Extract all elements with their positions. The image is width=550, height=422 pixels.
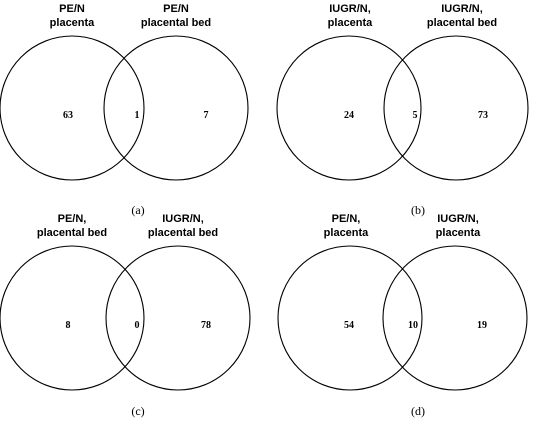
left-set-circle: [0, 245, 145, 391]
venn-panel-d: PE/N, placenta IUGR/N, placenta 54 10 19…: [277, 213, 528, 418]
right-set-label-line-1: IUGR/N,: [162, 213, 204, 225]
left-only-count: 54: [344, 320, 354, 331]
right-set-circle: [105, 245, 251, 391]
right-only-count: 78: [201, 320, 211, 331]
left-set-circle: [0, 35, 145, 181]
right-set-label-line-2: placenta: [436, 227, 482, 239]
right-set-label-line-2: placental bed: [148, 227, 218, 239]
right-set-label-line-1: PE/N: [163, 3, 189, 15]
right-only-count: 19: [477, 320, 487, 331]
left-set-label-line-2: placenta: [324, 227, 370, 239]
overlap-count: 1: [135, 110, 140, 121]
right-set-label-line-2: placental bed: [141, 17, 211, 29]
left-set-label-line-1: PE/N,: [332, 213, 361, 225]
left-set-label-line-2: placenta: [328, 17, 374, 29]
right-only-count: 7: [204, 110, 209, 121]
left-set-circle: [277, 245, 423, 391]
right-only-count: 73: [478, 110, 488, 121]
panel-letter: (b): [411, 203, 425, 217]
left-set-label-line-2: placental bed: [37, 227, 107, 239]
left-set-label-line-1: PE/N: [59, 3, 85, 15]
left-set-circle: [276, 35, 422, 181]
left-only-count: 24: [344, 110, 354, 121]
left-set-label-line-2: placenta: [50, 17, 96, 29]
right-set-label-line-1: IUGR/N,: [441, 3, 483, 15]
right-set-label-line-2: placental bed: [427, 17, 497, 29]
venn-panel-c: PE/N, placental bed IUGR/N, placental be…: [0, 213, 251, 418]
left-only-count: 63: [63, 110, 73, 121]
venn-panel-a: PE/N placenta PE/N placental bed 63 1 7 …: [0, 3, 249, 217]
panel-letter: (d): [411, 404, 425, 418]
venn-panel-b: IUGR/N, placenta IUGR/N, placental bed 2…: [276, 3, 529, 217]
panel-letter: (c): [131, 404, 144, 418]
left-set-label-line-1: IUGR/N,: [329, 3, 371, 15]
overlap-count: 10: [408, 320, 418, 331]
overlap-count: 5: [413, 110, 418, 121]
right-set-circle: [103, 35, 249, 181]
overlap-count: 0: [135, 320, 140, 331]
right-set-label-line-1: IUGR/N,: [437, 213, 479, 225]
right-set-circle: [383, 35, 529, 181]
right-set-circle: [382, 245, 528, 391]
left-set-label-line-1: PE/N,: [58, 213, 87, 225]
panel-letter: (a): [131, 203, 144, 217]
left-only-count: 8: [66, 320, 71, 331]
